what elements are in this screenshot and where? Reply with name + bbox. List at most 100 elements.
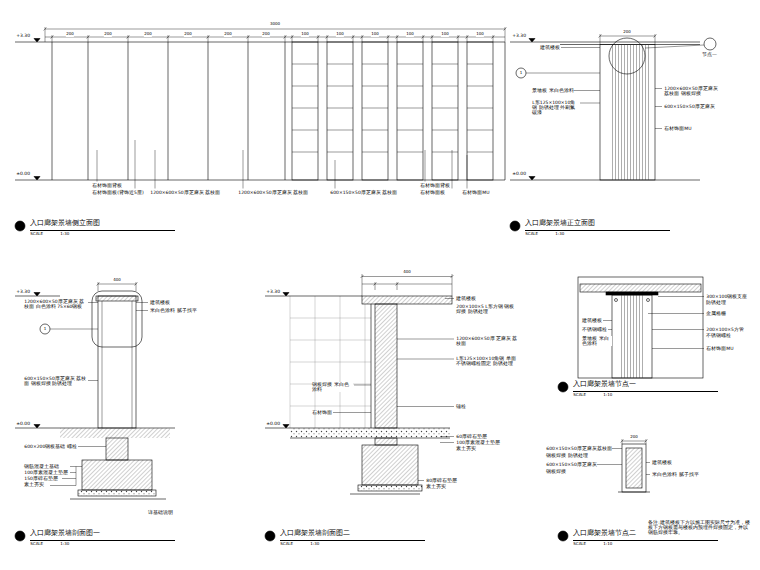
detail-callout (609, 38, 645, 74)
annotation: 150厚碎石垫层 (24, 476, 58, 481)
view-title: 入口廊架景墙剖面图二 (280, 530, 351, 537)
dimension-text: 400 (403, 270, 411, 275)
dimension-text: 200 (104, 32, 112, 37)
level-symbol (510, 42, 520, 180)
dimension-text: 200 (262, 32, 270, 37)
side-elevation (15, 27, 507, 189)
wall-column (375, 304, 397, 428)
level-mark: +3.30 (16, 289, 30, 294)
annotation: 100厚素混凝土垫层 (24, 470, 68, 475)
steel-plate (606, 292, 658, 295)
annotation: 锚栓 (456, 404, 467, 409)
annotation: 石材饰面背板 (92, 183, 123, 188)
pedestal (106, 438, 128, 460)
scale-label: SCALE (280, 542, 293, 547)
dimension-text: 200 (66, 32, 74, 37)
annotation: 建筑楼板 (652, 460, 673, 465)
section-one (15, 282, 175, 499)
annotation: 300×100钢板支座 (706, 294, 748, 299)
dimension-line (97, 282, 138, 291)
wall-column (600, 45, 655, 181)
detail-marker (704, 38, 716, 50)
detail-frame (578, 277, 703, 378)
bolt (615, 299, 618, 302)
annotation: 节点一 (702, 52, 718, 57)
annotation: 石材饰面MU (706, 346, 734, 351)
annotation: 建筑楼板 (456, 296, 477, 301)
dimension-text: 200 (144, 32, 152, 37)
scale-label: SCALE (525, 232, 538, 237)
dimension-text: 100 (406, 32, 414, 37)
ground-line (290, 438, 450, 439)
scale-label: 1:10 (603, 393, 613, 398)
annotation: 钢板焊接 (546, 469, 567, 474)
leader-line (645, 45, 704, 48)
annotation: 600×150×50厚芝麻灰 (546, 462, 597, 467)
annotation: 80厚碎石垫层 (426, 478, 457, 483)
annotation: L形125×100×10角钢 防锈处理 外刷氟碳漆 (532, 100, 579, 116)
annotation: 米白色涂料 腻子找平 (652, 472, 699, 477)
beam (580, 284, 701, 292)
title-dot (510, 221, 520, 231)
view-title: 入口廊架景墙侧立面图 (30, 220, 101, 227)
annotation: 建筑楼板 (582, 318, 603, 323)
steel-core (626, 448, 642, 488)
dimension-text: 3000 (270, 22, 281, 27)
annotation: 石材饰面 (312, 410, 333, 415)
dimension-text: 200 (623, 30, 631, 35)
level-mark: +3.30 (512, 33, 526, 38)
detail-callout (92, 291, 142, 347)
annotation: 金属格栅 (706, 311, 727, 316)
section-mark: 1 (43, 327, 46, 332)
note-text: 备注:建筑楼板下方以施工图实际尺寸为准，楼板下方钢板需与楼板内预埋件焊接固定，并… (648, 520, 753, 536)
stone-panel (432, 42, 458, 180)
annotation: 景墙板 米白色涂料 (532, 88, 574, 93)
footing (82, 460, 152, 490)
annotation: 素土夯实 (426, 484, 447, 489)
soil-line (350, 494, 420, 495)
section-marker (516, 68, 526, 78)
stone-cladding (371, 304, 372, 428)
base-line (618, 492, 650, 493)
pedestal (375, 438, 397, 445)
detail-one (578, 277, 704, 378)
annotation: 600×150×50厚芝麻灰荔枝面 (546, 446, 612, 451)
title-dot (265, 531, 275, 541)
section-line (50, 329, 98, 330)
ground-band (290, 428, 450, 438)
leader-line (596, 449, 650, 475)
annotation: 石材饰面MU (462, 190, 490, 195)
title-dot (15, 221, 25, 231)
annotation: 素土夯实 (24, 482, 45, 487)
annotation: 200×100×5方管 (706, 327, 744, 332)
wall-column (98, 296, 136, 428)
section-two (265, 274, 454, 494)
stone-panel (327, 42, 353, 180)
front-elevation (510, 34, 716, 180)
wall-outline (45, 42, 505, 180)
annotation: 建筑楼板 (150, 300, 171, 305)
footing (362, 445, 418, 485)
leader-line (97, 140, 467, 189)
coping (96, 296, 138, 301)
annotation: 石材饰面板 (420, 190, 446, 195)
annotation: 不锈钢螺栓 (582, 327, 608, 332)
dimension-line (44, 27, 507, 42)
annotation: 不锈钢螺栓 (706, 333, 732, 338)
scale-label: 1:30 (310, 542, 320, 547)
annotation: 1200×600×50厚 芝麻灰 荔枝面 (456, 336, 519, 346)
stone-panel (362, 42, 388, 180)
dimension-text: 100 (441, 32, 449, 37)
dimension-line (599, 34, 657, 44)
scale-label: SCALE (30, 542, 43, 547)
annotation: 米白色涂料 腻子找平 (150, 308, 197, 313)
title-markers (15, 221, 718, 541)
annotation: 景墙板 米白色涂料 (582, 336, 612, 346)
dimension-text: 100 (301, 32, 309, 37)
leader-line (560, 48, 662, 129)
stone-cladding (102, 301, 132, 428)
gravel-bed (358, 485, 422, 491)
stone-panel (467, 42, 493, 180)
scale-label: 1:30 (555, 232, 565, 237)
